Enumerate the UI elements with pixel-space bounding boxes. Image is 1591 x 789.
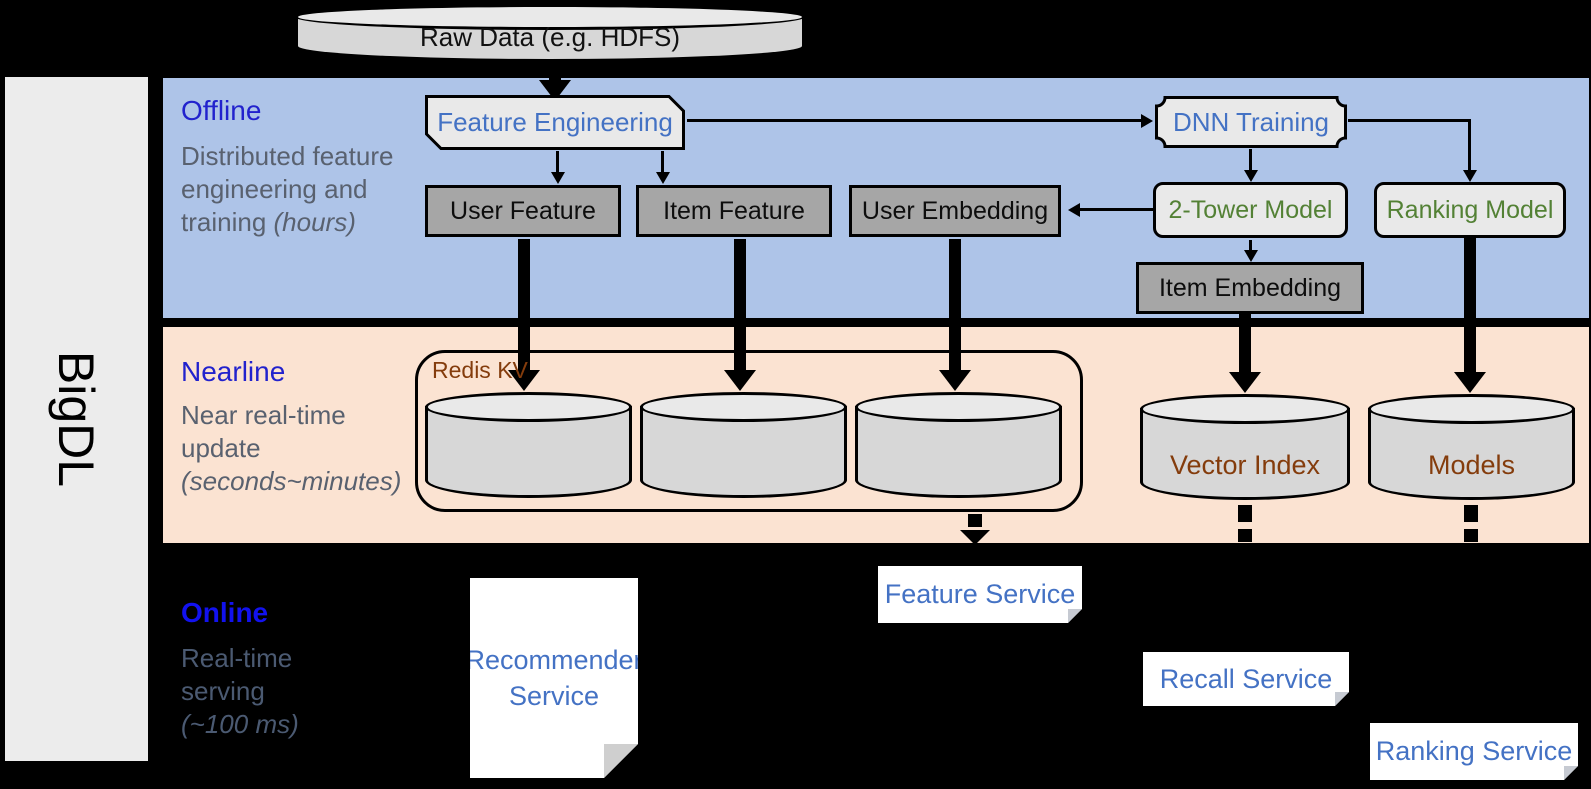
bigdl-brand-label: BigDL xyxy=(48,350,105,488)
two-tower-model-box: 2-Tower Model xyxy=(1153,182,1348,238)
redis-cylinder-3-lid xyxy=(855,392,1062,422)
online-title: Online xyxy=(181,597,269,628)
raw-data-cylinder: Raw Data (e.g. HDFS) xyxy=(295,4,805,62)
dnn-training-shape xyxy=(1155,96,1347,148)
arrow-twotower-to-itemembedding-line xyxy=(1249,240,1252,252)
bigdl-sidebar: BigDL xyxy=(5,77,148,761)
offline-desc-text: Distributed feature engineering and trai… xyxy=(181,141,394,237)
vector-index-label: Vector Index xyxy=(1169,449,1321,480)
user-feature-box: User Feature xyxy=(425,185,621,237)
redis-cylinder-2 xyxy=(640,392,847,498)
arrow-userfeature-to-redis-head xyxy=(508,370,540,391)
ranking-service-box: Ranking Service xyxy=(1370,723,1578,780)
redis-cylinder-2-lid xyxy=(640,392,847,422)
ranking-service-label: Ranking Service xyxy=(1375,736,1573,766)
arrow-fe-to-itemfeature-line xyxy=(661,151,664,172)
nearline-title: Nearline xyxy=(181,356,286,387)
arrow-dnn-to-ranking-head xyxy=(1462,170,1477,182)
recommender-service-fold xyxy=(604,744,638,778)
redis-cylinder-1 xyxy=(425,392,632,498)
redis-kv-container xyxy=(415,350,1083,512)
arrow-itemembedding-to-vectorindex-stem xyxy=(1239,314,1251,372)
user-embedding-box: User Embedding xyxy=(849,185,1061,237)
arrow-twotower-to-userembedding-line xyxy=(1080,208,1153,211)
offline-title: Offline xyxy=(181,95,262,126)
user-embedding-label: User Embedding xyxy=(861,196,1049,225)
raw-data-cylinder-lid xyxy=(295,4,805,30)
models-label: Models xyxy=(1427,449,1516,480)
arrow-dnn-to-ranking-hline xyxy=(1348,119,1471,122)
user-feature-label: User Feature xyxy=(450,196,596,225)
raw-data-label: Raw Data (e.g. HDFS) xyxy=(419,21,681,52)
offline-desc-note: (hours) xyxy=(273,207,356,237)
feature-engineering-box: Feature Engineering xyxy=(425,95,685,150)
arrow-userfeature-to-redis-stem xyxy=(518,239,530,370)
item-embedding-box: Item Embedding xyxy=(1136,262,1364,314)
arrow-rawdata-to-fe-stem xyxy=(549,62,561,82)
arrow-userembedding-to-redis-head xyxy=(939,370,971,391)
dashed-vectorindex-seg2 xyxy=(1238,529,1252,542)
ranking-model-box: Ranking Model xyxy=(1374,182,1566,238)
dashed-redis-to-featureservice-seg xyxy=(968,514,982,527)
ranking-service-fold xyxy=(1564,766,1578,780)
arrow-dnn-to-twotower-head xyxy=(1243,170,1258,182)
redis-kv-label: Redis KV xyxy=(432,357,528,383)
arrow-itemembedding-to-vectorindex-head xyxy=(1229,372,1261,393)
arrow-fe-to-itemfeature-head xyxy=(655,172,670,184)
online-desc-text: Real-time serving xyxy=(181,643,293,706)
redis-cylinder-1-lid xyxy=(425,392,632,422)
ranking-model-label: Ranking Model xyxy=(1386,195,1554,224)
offline-description: Distributed feature engineering and trai… xyxy=(181,140,396,239)
nearline-description: Near real-time update (seconds~minutes) xyxy=(181,399,431,498)
feature-service-box: Feature Service xyxy=(878,566,1082,623)
online-description: Real-time serving (~100 ms) xyxy=(181,642,331,741)
arrow-fe-to-dnn-head xyxy=(1141,113,1153,128)
dashed-models-seg1 xyxy=(1464,505,1478,522)
recall-service-fold xyxy=(1335,692,1349,706)
item-feature-label: Item Feature xyxy=(663,196,805,225)
nearline-desc-note: (seconds~minutes) xyxy=(181,466,402,496)
feature-service-fold xyxy=(1068,609,1082,623)
vector-index-cylinder-body xyxy=(1140,408,1350,500)
arrow-dnn-to-ranking-vline xyxy=(1468,119,1471,170)
arrow-userembedding-to-redis-stem xyxy=(949,239,961,370)
feature-engineering-label: Feature Engineering xyxy=(437,107,673,137)
arrow-fe-to-userfeature-head xyxy=(550,172,565,184)
feature-engineering-shape xyxy=(425,95,685,150)
recall-service-label: Recall Service xyxy=(1159,663,1333,694)
dashed-models-seg2 xyxy=(1464,529,1478,542)
redis-cylinder-3 xyxy=(855,392,1062,498)
nearline-desc-text: Near real-time update xyxy=(181,400,346,463)
recall-service-box: Recall Service xyxy=(1143,652,1349,706)
models-cylinder: Models xyxy=(1368,394,1575,500)
item-feature-box: Item Feature xyxy=(636,185,832,237)
dnn-training-box: DNN Training xyxy=(1155,96,1347,148)
item-embedding-label: Item Embedding xyxy=(1158,273,1342,302)
vector-index-cylinder-lid xyxy=(1140,394,1350,424)
arrow-rankingmodel-to-models-head xyxy=(1454,372,1486,393)
online-desc-note: (~100 ms) xyxy=(181,709,299,739)
arrow-dnn-to-twotower-line xyxy=(1249,149,1252,170)
arrow-twotower-to-itemembedding-head xyxy=(1243,250,1258,262)
arrow-rankingmodel-to-models-stem xyxy=(1464,238,1476,372)
feature-service-label: Feature Service xyxy=(884,579,1076,609)
dnn-training-label: DNN Training xyxy=(1172,106,1330,137)
arrow-fe-to-userfeature-line xyxy=(556,151,559,172)
dashed-redis-to-featureservice-head xyxy=(960,530,990,545)
arrow-twotower-to-userembedding-head xyxy=(1068,202,1080,217)
arrow-itemfeature-to-redis-stem xyxy=(734,239,746,370)
arrow-fe-to-dnn-line xyxy=(687,119,1142,122)
dashed-vectorindex-seg1 xyxy=(1238,505,1252,522)
arrow-itemfeature-to-redis-head xyxy=(724,370,756,391)
vector-index-cylinder: Vector Index xyxy=(1140,394,1350,500)
models-cylinder-lid xyxy=(1368,394,1575,424)
recommender-service-label: Recommender Service xyxy=(465,645,643,711)
two-tower-model-label: 2-Tower Model xyxy=(1168,195,1333,224)
recommender-service-doc: Recommender Service xyxy=(470,578,638,778)
